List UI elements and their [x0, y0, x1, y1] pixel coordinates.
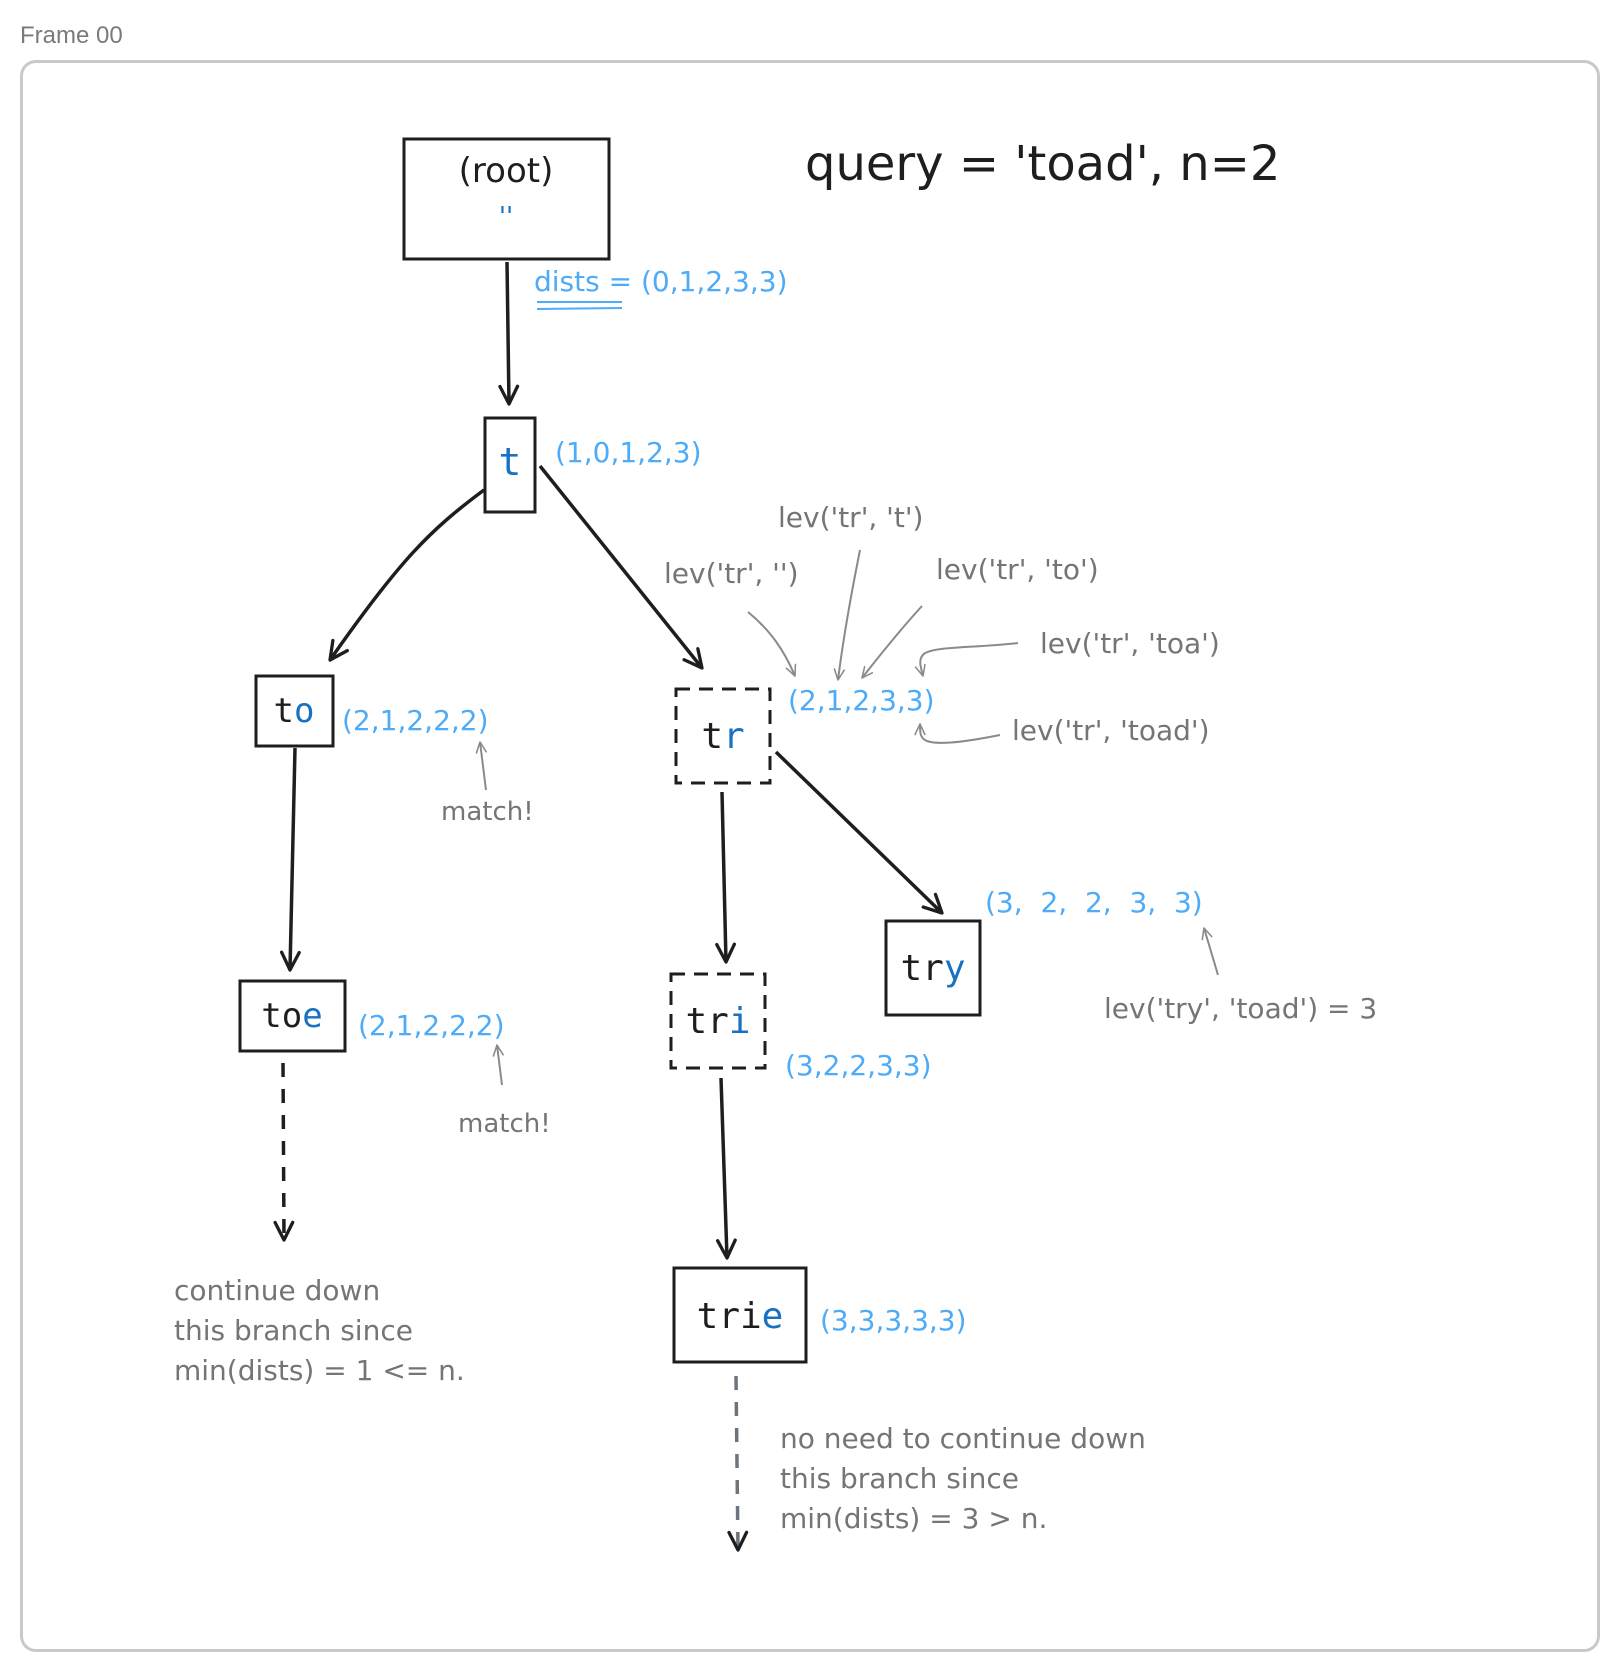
arrow-lev-toad [914, 723, 1001, 744]
node-try-last: y [944, 948, 966, 989]
node-trie: trie [672, 1266, 808, 1364]
query-title: query = 'toad', n=2 [805, 136, 1280, 192]
continue-note: continue down this branch since min(dist… [174, 1274, 465, 1387]
dists-underline [536, 301, 623, 310]
svg-text:tri: tri [685, 1001, 750, 1042]
svg-text:toe: toe [261, 996, 322, 1036]
edge-tr-tri [715, 791, 737, 964]
match-toe: match! [458, 1109, 551, 1139]
node-try: try [884, 919, 982, 1017]
edge-tri-trie [715, 1077, 737, 1260]
dists-tr: (2,1,2,3,3) [788, 684, 935, 717]
edge-tr-try [774, 750, 944, 915]
arrow-match-toe [492, 1044, 504, 1086]
node-root-label: (root) [459, 151, 554, 191]
arrow-match-to [475, 741, 487, 791]
lev-tr-to: lev('tr', 'to') [936, 553, 1099, 586]
node-tr-prefix: t [701, 716, 723, 757]
svg-text:trie: trie [697, 1296, 784, 1337]
dists-trie: (3,3,3,3,3) [820, 1304, 967, 1337]
node-tr: tr [674, 687, 772, 785]
frame-border [20, 60, 1600, 1652]
node-t: t [483, 416, 537, 514]
dists-try: (3, 2, 2, 3, 3) [985, 886, 1203, 919]
node-t-last: t [499, 440, 522, 484]
node-try-prefix: tr [900, 948, 943, 989]
continue-note-line-3: min(dists) = 1 <= n. [174, 1354, 465, 1387]
continue-note-line-1: continue down [174, 1274, 380, 1307]
node-root-sub: '' [499, 202, 513, 232]
node-toe-last: e [302, 996, 322, 1036]
lev-tr-t: lev('tr', 't') [778, 501, 923, 534]
stop-note: no need to continue down this branch sin… [780, 1422, 1155, 1535]
dists-root-value: = (0,1,2,3,3) [600, 265, 788, 298]
arrow-lev-empty [747, 611, 797, 677]
edge-t-to [328, 488, 486, 662]
lev-tr-toa: lev('tr', 'toa') [1040, 627, 1220, 660]
match-to: match! [441, 797, 534, 827]
dists-to: (2,1,2,2,2) [342, 704, 489, 737]
node-root: (root) '' [402, 137, 611, 261]
node-trie-last: e [762, 1296, 784, 1337]
arrow-lev-to [861, 605, 923, 679]
dists-tri: (3,2,2,3,3) [785, 1049, 932, 1082]
stop-note-line-3: min(dists) = 3 > n. [780, 1502, 1047, 1535]
root-dists: dists = (0,1,2,3,3) [534, 265, 788, 310]
edge-root-t [498, 261, 520, 406]
node-to-prefix: t [274, 691, 294, 731]
lev-try-toad: lev('try', 'toad') = 3 [1104, 992, 1377, 1025]
arrow-lev-toa [914, 642, 1019, 677]
dists-toe: (2,1,2,2,2) [358, 1009, 505, 1042]
svg-text:to: to [274, 691, 315, 731]
node-tri: tri [669, 972, 767, 1070]
node-tri-last: i [729, 1001, 751, 1042]
svg-text:try: try [900, 948, 965, 989]
svg-text:t: t [499, 440, 522, 484]
dists-label: dists [534, 265, 600, 298]
node-tr-last: r [723, 716, 745, 757]
svg-text:tr: tr [701, 716, 744, 757]
stop-note-line-2: this branch since [780, 1462, 1019, 1495]
node-to-last: o [294, 691, 314, 731]
arrow-lev-t [833, 549, 861, 681]
edge-trie-stop [727, 1375, 749, 1552]
dists-t: (1,0,1,2,3) [555, 436, 702, 469]
frame-title: Frame 00 [20, 22, 123, 49]
edge-t-tr [538, 464, 704, 670]
node-toe-prefix: to [261, 996, 302, 1036]
stop-note-line-1: no need to continue down [780, 1422, 1146, 1455]
node-toe: toe [238, 979, 347, 1053]
edge-to-toe [279, 747, 301, 972]
continue-note-line-2: this branch since [174, 1314, 413, 1347]
node-to: to [254, 674, 335, 748]
node-trie-prefix: tri [697, 1296, 762, 1337]
lev-tr-empty: lev('tr', '') [664, 557, 799, 590]
arrow-lev-try [1201, 927, 1219, 976]
lev-tr-toad: lev('tr', 'toad') [1012, 714, 1210, 747]
node-tri-prefix: tr [685, 1001, 728, 1042]
svg-text:dists = (0,1,2,3,3): dists = (0,1,2,3,3) [534, 265, 788, 298]
edge-toe-continue [273, 1062, 295, 1242]
